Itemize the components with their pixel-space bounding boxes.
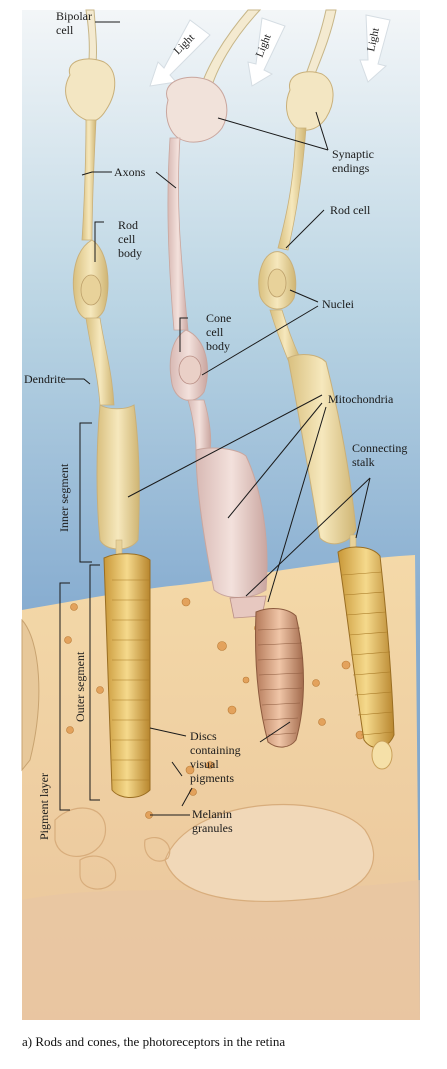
figure-caption: a) Rods and cones, the photoreceptors in…	[22, 1034, 285, 1049]
label-inner-segment: Inner segment	[57, 463, 71, 532]
label-dendrite: Dendrite	[24, 372, 66, 386]
label-pigment-layer: Pigment layer	[37, 773, 51, 840]
label-outer-segment: Outer segment	[73, 651, 87, 722]
label-melanin-granules: Melanin granules	[192, 807, 235, 835]
label-rod-cell: Rod cell	[330, 203, 371, 217]
label-nuclei: Nuclei	[322, 297, 355, 311]
label-axons: Axons	[114, 165, 146, 179]
label-mitochondria: Mitochondria	[328, 392, 394, 406]
